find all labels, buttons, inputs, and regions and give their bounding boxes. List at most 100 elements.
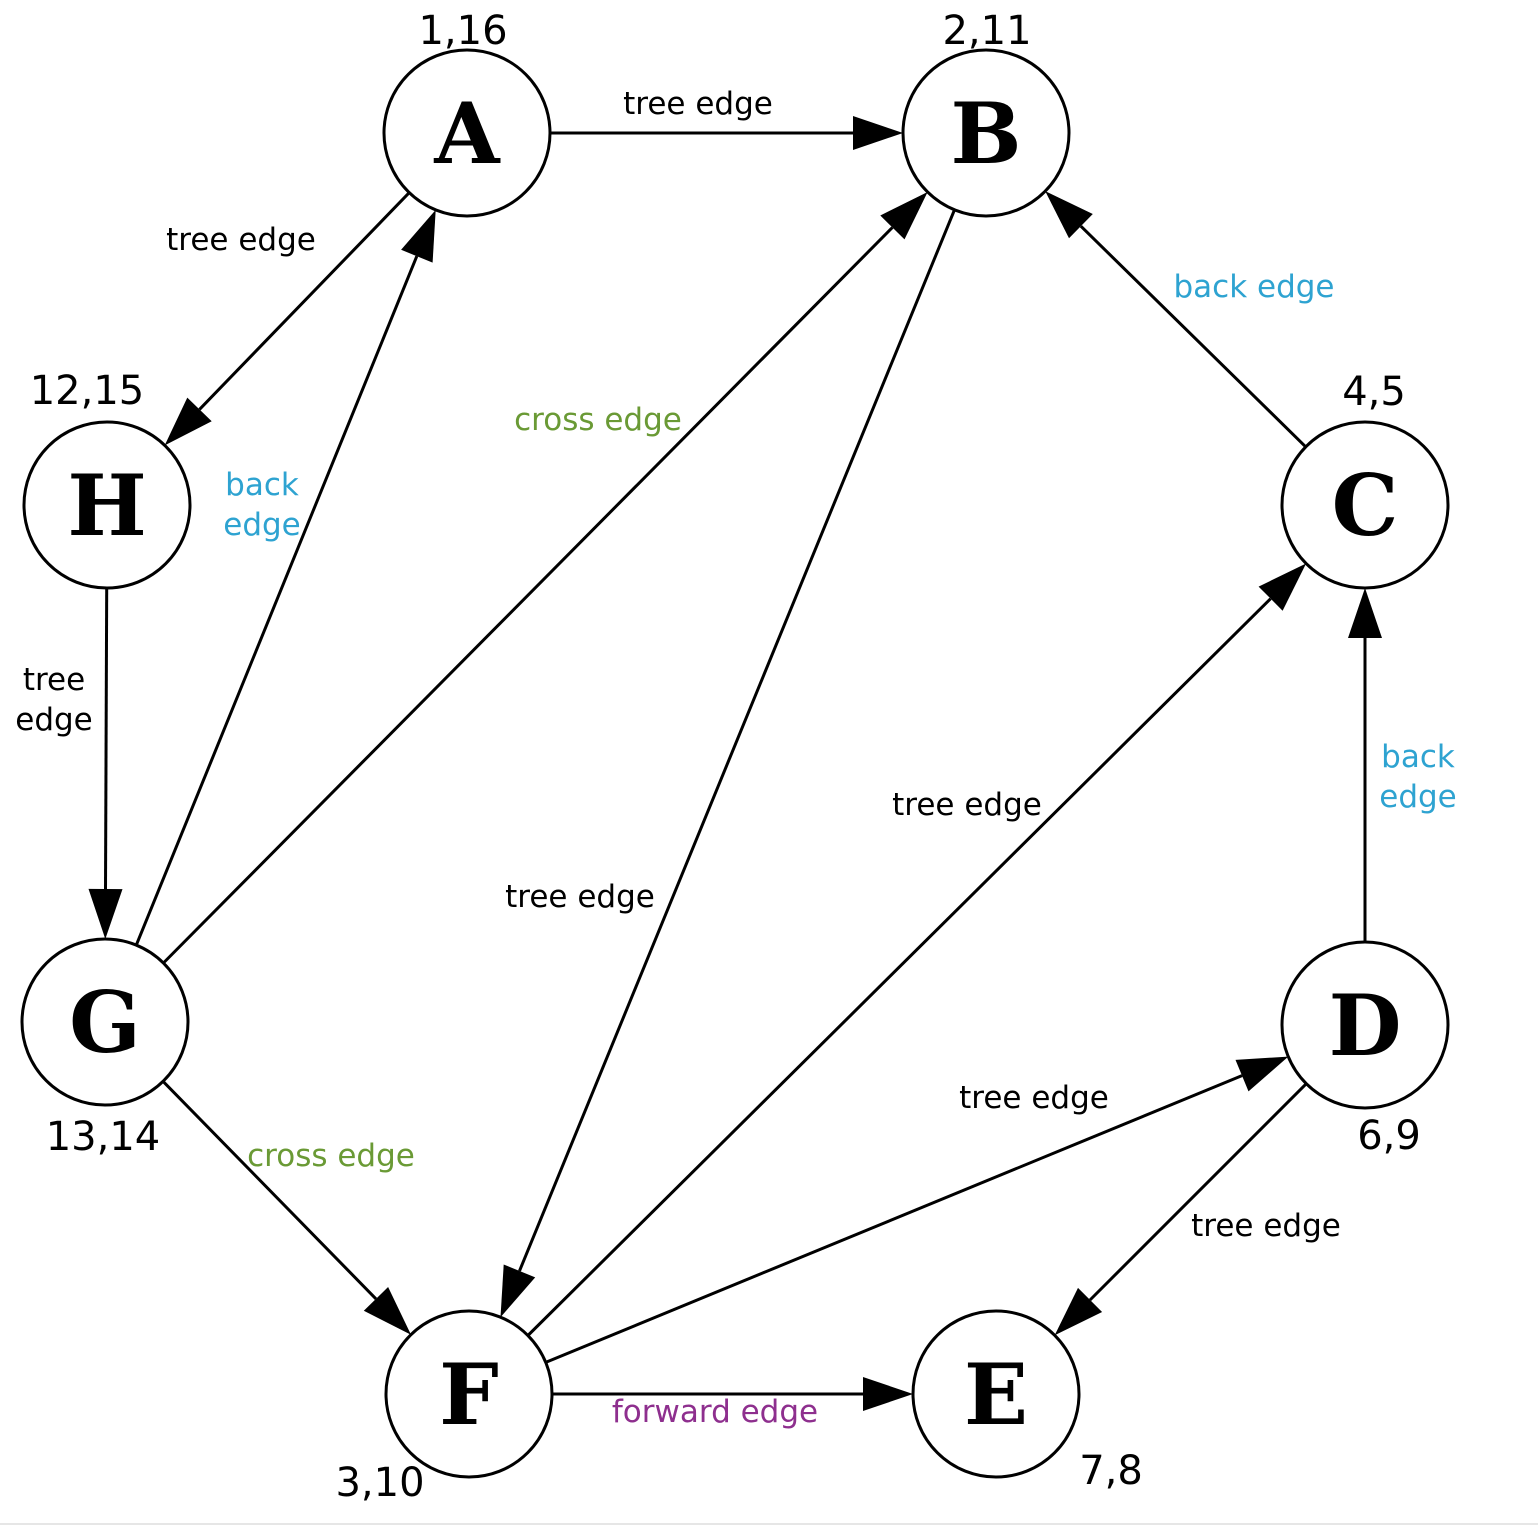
edge-line (162, 226, 894, 965)
edge-label-line: tree edge (959, 1080, 1109, 1116)
edge-label-a-b: tree edge (623, 86, 773, 122)
node-e: E 7,8 (911, 1309, 1143, 1494)
edge-g-a (134, 209, 436, 946)
node-circle (22, 420, 192, 590)
arrowhead (363, 1287, 411, 1335)
edge-label-line: edge (15, 702, 93, 738)
edge-label-a-h: tree edge (166, 222, 316, 258)
node-discovery-finish-times: 4,5 (1342, 369, 1406, 415)
edge-label-f-d: tree edge (959, 1080, 1109, 1116)
edge-label-d-c: back edge (1379, 739, 1457, 815)
edge-line (198, 191, 411, 411)
node-discovery-finish-times: 1,16 (418, 8, 507, 54)
edges-layer (88, 116, 1382, 1411)
arrowhead (1258, 563, 1307, 611)
node-d: D 6,9 (1280, 940, 1450, 1159)
edge-label-line: tree edge (1191, 1208, 1341, 1244)
edge-g-b (162, 192, 928, 965)
edge-line (134, 255, 419, 946)
nodes-layer: A 1,16B 2,11C 4,5D 6,9E 7,8 F3,10 G 13,14 H 12,15 (20, 8, 1450, 1506)
edge-line (545, 1074, 1243, 1364)
edge-label-line: cross edge (514, 402, 682, 438)
node-circle (384, 1309, 554, 1479)
arrowhead (164, 397, 212, 446)
node-g: G 13,14 (20, 937, 190, 1160)
node-b: B 2,11 (901, 8, 1071, 218)
arrowhead (1054, 1287, 1103, 1336)
node-label: F (439, 1345, 499, 1444)
edge-h-g (88, 587, 123, 939)
node-discovery-finish-times: 7,8 (1079, 1448, 1143, 1494)
node-discovery-finish-times: 6,9 (1357, 1113, 1421, 1159)
arrowhead (401, 209, 436, 263)
edge-label-line: tree (23, 662, 85, 698)
edge-line (104, 587, 109, 890)
edge-label-line: tree edge (505, 879, 655, 915)
node-label: C (1332, 456, 1399, 555)
node-circle (911, 1309, 1081, 1479)
node-label: A (433, 84, 501, 183)
node-label: D (1329, 976, 1402, 1075)
edge-label-g-a: back edge (223, 467, 301, 543)
edge-line (161, 1080, 378, 1300)
edge-label-line: back (225, 467, 299, 503)
node-circle (901, 48, 1071, 218)
node-f: F3,10 (335, 1309, 554, 1506)
edge-line (1079, 225, 1307, 448)
node-circle (1280, 940, 1450, 1110)
edge-label-line: tree edge (892, 787, 1042, 823)
node-discovery-finish-times: 12,15 (30, 368, 145, 414)
edge-f-d (545, 1056, 1289, 1364)
arrowhead (1348, 588, 1382, 638)
edge-f-e (552, 1377, 913, 1411)
edge-d-c (1348, 588, 1382, 942)
node-label: B (951, 84, 1022, 183)
node-c: C 4,5 (1280, 369, 1450, 590)
edge-label-g-f: cross edge (247, 1138, 415, 1174)
node-label: G (69, 973, 141, 1072)
node-a: A 1,16 (382, 8, 552, 218)
node-discovery-finish-times: 13,14 (46, 1114, 161, 1160)
edge-label-line: cross edge (247, 1138, 415, 1174)
edge-label-line: edge (223, 507, 301, 543)
edge-g-f (161, 1080, 411, 1335)
node-label: E (964, 1345, 1028, 1444)
arrowhead (1045, 191, 1093, 239)
edge-label-f-c: tree edge (892, 787, 1042, 823)
edge-label-g-b: cross edge (514, 402, 682, 438)
node-circle (20, 937, 190, 1107)
edge-label-c-b: back edge (1173, 269, 1334, 305)
edge-label-line: tree edge (166, 222, 316, 258)
arrowhead (863, 1377, 913, 1411)
edge-line (518, 209, 956, 1272)
node-label: H (67, 456, 146, 555)
edge-line (526, 597, 1272, 1337)
edge-a-b (550, 116, 903, 150)
node-circle (382, 48, 552, 218)
edge-f-c (526, 563, 1307, 1337)
arrowhead (500, 1264, 536, 1318)
node-discovery-finish-times: 2,11 (942, 8, 1031, 54)
arrowhead (853, 116, 903, 150)
edge-label-f-e: forward edge (612, 1394, 818, 1430)
node-h: H 12,15 (22, 368, 192, 590)
edge-label-line: tree edge (623, 86, 773, 122)
arrowhead (88, 888, 123, 939)
arrowhead (1235, 1056, 1289, 1092)
edge-line (1088, 1082, 1308, 1302)
edge-label-line: back edge (1173, 269, 1334, 305)
arrowhead (880, 192, 928, 240)
edge-label-line: edge (1379, 779, 1457, 815)
edge-d-e (1054, 1082, 1308, 1336)
node-circle (1280, 420, 1450, 590)
edge-label-line: back (1381, 739, 1455, 775)
edge-label-b-f: tree edge (505, 879, 655, 915)
edge-c-b (1045, 191, 1307, 448)
edge-label-d-e: tree edge (1191, 1208, 1341, 1244)
edge-label-h-g: tree edge (15, 662, 93, 738)
edge-label-line: forward edge (612, 1394, 818, 1430)
edge-b-f (500, 209, 956, 1318)
edge-a-h (164, 191, 411, 446)
